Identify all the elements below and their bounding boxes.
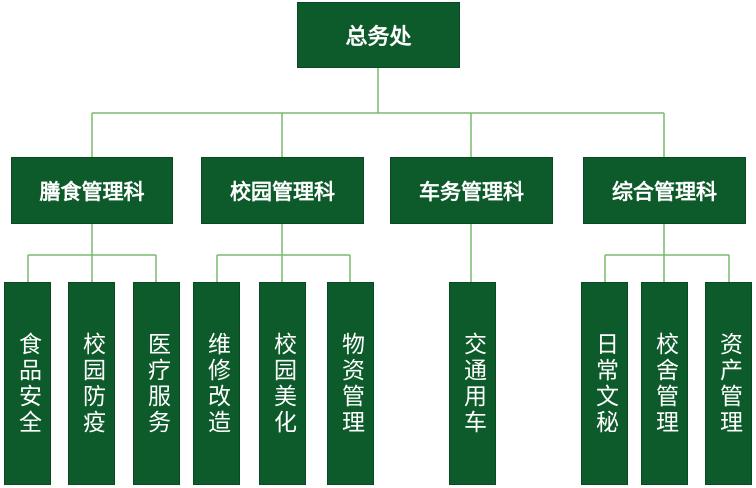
unit-node: 医疗服务 bbox=[133, 282, 180, 485]
unit-label: 物资管理 bbox=[337, 331, 364, 436]
unit-label: 医疗服务 bbox=[143, 331, 170, 436]
dept-node-dining: 膳食管理科 bbox=[11, 157, 173, 224]
unit-label: 校园美化 bbox=[269, 331, 296, 436]
root-node: 总务处 bbox=[297, 2, 460, 68]
unit-label: 资产管理 bbox=[715, 331, 742, 436]
unit-label: 校园防疫 bbox=[78, 331, 105, 436]
dept-label: 综合管理科 bbox=[612, 179, 717, 204]
unit-node: 校园美化 bbox=[259, 282, 306, 485]
unit-label: 食品安全 bbox=[14, 331, 41, 436]
root-label: 总务处 bbox=[345, 25, 412, 50]
dept-label: 膳食管理科 bbox=[39, 179, 145, 204]
dept-label: 校园管理科 bbox=[230, 179, 335, 204]
dept-label: 车务管理科 bbox=[419, 179, 524, 204]
unit-node: 校舍管理 bbox=[641, 282, 688, 485]
dept-node-vehicles: 车务管理科 bbox=[390, 157, 553, 224]
unit-node: 维修改造 bbox=[193, 282, 240, 485]
unit-node: 校园防疫 bbox=[68, 282, 115, 485]
unit-node: 物资管理 bbox=[327, 282, 374, 485]
unit-label: 交通用车 bbox=[459, 331, 486, 436]
dept-node-general: 综合管理科 bbox=[583, 157, 746, 224]
unit-node: 食品安全 bbox=[4, 282, 51, 485]
unit-label: 维修改造 bbox=[203, 331, 230, 436]
unit-node: 资产管理 bbox=[705, 282, 752, 485]
unit-node: 交通用车 bbox=[449, 282, 496, 485]
dept-node-campus: 校园管理科 bbox=[201, 157, 364, 224]
unit-label: 日常文秘 bbox=[591, 331, 618, 436]
unit-label: 校舍管理 bbox=[651, 331, 678, 436]
unit-node: 日常文秘 bbox=[581, 282, 628, 485]
